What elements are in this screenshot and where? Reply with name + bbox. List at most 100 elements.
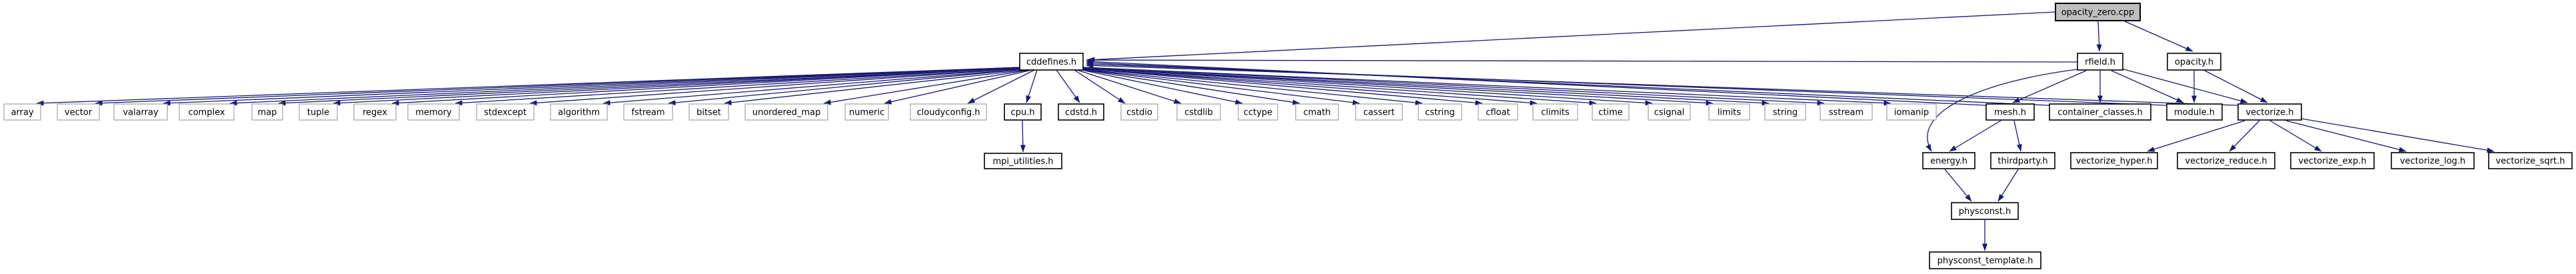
node-box-cassert — [1355, 103, 1403, 121]
node-label-opacity_h: opacity.h — [2175, 57, 2213, 67]
node-box-bitset — [688, 103, 729, 121]
node-cstdio: cstdio — [1120, 103, 1158, 121]
node-box-rfield_h[interactable] — [2077, 53, 2123, 71]
node-module_h[interactable]: module.h — [2166, 103, 2223, 121]
node-cstring: cstring — [1418, 103, 1462, 121]
edge-mesh_h-to-thirdparty_h — [2013, 120, 2022, 152]
node-box-vectorize_exp_h[interactable] — [2290, 152, 2375, 169]
node-label-opacity_zero_cpp: opacity_zero.cpp — [2061, 8, 2135, 18]
node-rfield_h[interactable]: rfield.h — [2077, 53, 2123, 71]
node-label-vectorize_h: vectorize.h — [2245, 108, 2293, 118]
node-box-cstring — [1418, 103, 1462, 121]
nodes-layer: opacity_zero.cpp cddefines.h rfield.h opaci… — [3, 3, 2573, 269]
node-cddefines_h[interactable]: cddefines.h — [1019, 53, 1084, 71]
node-label-cfloat: cfloat — [1486, 108, 1510, 118]
node-thirdparty_h[interactable]: thirdparty.h — [1990, 152, 2055, 169]
node-vectorize_h[interactable]: vectorize.h — [2237, 103, 2302, 121]
edge-vectorize_h-to-vectorize_log_h — [2285, 120, 2407, 153]
node-sstream: sstream — [1820, 103, 1873, 121]
node-memory: memory — [407, 103, 460, 121]
node-box-iomanip — [1886, 103, 1937, 121]
node-vectorize_hyper_h[interactable]: vectorize_hyper.h — [2070, 152, 2158, 169]
node-box-physconst_h[interactable] — [1951, 202, 2019, 220]
node-cpu_h[interactable]: cpu.h — [1004, 103, 1042, 121]
node-box-opacity_zero_cpp — [2055, 3, 2141, 21]
node-label-algorithm: algorithm — [558, 108, 600, 118]
node-iomanip: iomanip — [1886, 103, 1937, 121]
node-box-complex — [179, 103, 235, 121]
edge-thirdparty_h-to-physconst_h — [1997, 169, 2019, 202]
node-cassert: cassert — [1355, 103, 1403, 121]
node-box-vectorize_sqrt_h[interactable] — [2488, 152, 2573, 169]
node-string: string — [1764, 103, 1806, 121]
node-physconst_h[interactable]: physconst.h — [1951, 202, 2019, 220]
node-box-fstream — [623, 103, 673, 121]
node-ctime: ctime — [1592, 103, 1630, 121]
node-box-module_h[interactable] — [2166, 103, 2223, 121]
node-opacity_h[interactable]: opacity.h — [2167, 53, 2221, 71]
node-box-thirdparty_h[interactable] — [1990, 152, 2055, 169]
node-label-fstream: fstream — [631, 108, 664, 118]
node-box-opacity_h[interactable] — [2167, 53, 2221, 71]
node-label-vector: vector — [65, 108, 93, 118]
node-box-stdexcept — [476, 103, 535, 121]
node-vectorize_sqrt_h[interactable]: vectorize_sqrt.h — [2488, 152, 2573, 169]
node-cdstd_h[interactable]: cdstd.h — [1058, 103, 1104, 121]
node-label-container_classes_h: container_classes.h — [2057, 108, 2143, 118]
edge-rfield_h-to-cddefines_h — [1086, 57, 2078, 63]
node-box-vectorize_log_h[interactable] — [2391, 152, 2475, 169]
edge-energy_h-to-physconst_h — [1944, 169, 1972, 202]
edge-vectorize_h-to-vectorize_exp_h — [2269, 120, 2322, 152]
node-box-mpi_utilities_h[interactable] — [984, 153, 1062, 169]
node-box-cpu_h[interactable] — [1004, 103, 1042, 121]
node-box-cstdio — [1120, 103, 1158, 121]
node-label-unordered_map: unordered_map — [752, 108, 821, 118]
edge-cddefines_h-to-cmath — [1079, 69, 1300, 105]
node-regex: regex — [353, 103, 397, 121]
node-box-valarray — [113, 103, 168, 121]
node-physconst_template_h[interactable]: physconst_template.h — [1929, 251, 2041, 269]
node-label-bitset: bitset — [696, 108, 721, 118]
node-cstdlib: cstdlib — [1176, 103, 1221, 121]
node-label-numeric: numeric — [849, 108, 884, 118]
node-label-memory: memory — [415, 108, 452, 118]
node-box-vectorize_hyper_h[interactable] — [2070, 152, 2158, 169]
node-label-valarray: valarray — [123, 108, 159, 118]
node-tuple: tuple — [299, 103, 338, 121]
node-box-mesh_h[interactable] — [1985, 103, 2035, 121]
node-box-string — [1764, 103, 1806, 121]
node-vectorize_log_h[interactable]: vectorize_log.h — [2391, 152, 2475, 169]
node-box-energy_h[interactable] — [1922, 152, 1975, 169]
node-box-ctime — [1592, 103, 1630, 121]
node-box-physconst_template_h[interactable] — [1929, 251, 2041, 269]
node-label-rfield_h: rfield.h — [2085, 57, 2115, 67]
node-mpi_utilities_h[interactable]: mpi_utilities.h — [984, 153, 1062, 169]
edge-cddefines_h-to-fstream — [668, 69, 1024, 105]
node-vectorize_exp_h[interactable]: vectorize_exp.h — [2290, 152, 2375, 169]
node-vectorize_reduce_h[interactable]: vectorize_reduce.h — [2177, 152, 2275, 169]
edge-opacity_zero_cpp-to-opacity_h — [2124, 21, 2193, 52]
node-unordered_map: unordered_map — [744, 103, 828, 121]
node-label-ctime: ctime — [1598, 108, 1623, 118]
edge-cddefines_h-to-unordered_map — [823, 69, 1030, 105]
node-climits: climits — [1532, 103, 1578, 121]
node-box-numeric — [844, 103, 889, 121]
node-box-container_classes_h[interactable] — [2049, 103, 2151, 121]
node-box-vectorize_h[interactable] — [2237, 103, 2302, 121]
edge-rfield_h-to-mesh_h — [2012, 70, 2087, 103]
node-box-cdstd_h[interactable] — [1058, 103, 1104, 121]
edges-layer — [36, 11, 2495, 251]
node-complex: complex — [179, 103, 235, 121]
node-label-cpu_h: cpu.h — [1010, 108, 1034, 118]
node-label-physconst_template_h: physconst_template.h — [1937, 256, 2033, 266]
node-label-climits: climits — [1541, 108, 1570, 118]
node-mesh_h[interactable]: mesh.h — [1985, 103, 2035, 121]
node-bitset: bitset — [688, 103, 729, 121]
node-opacity_zero_cpp: opacity_zero.cpp — [2055, 3, 2141, 21]
node-energy_h[interactable]: energy.h — [1922, 152, 1975, 169]
node-box-cddefines_h[interactable] — [1019, 53, 1084, 71]
node-container_classes_h[interactable]: container_classes.h — [2049, 103, 2151, 121]
node-label-vectorize_hyper_h: vectorize_hyper.h — [2076, 157, 2153, 167]
node-box-vectorize_reduce_h[interactable] — [2177, 152, 2275, 169]
